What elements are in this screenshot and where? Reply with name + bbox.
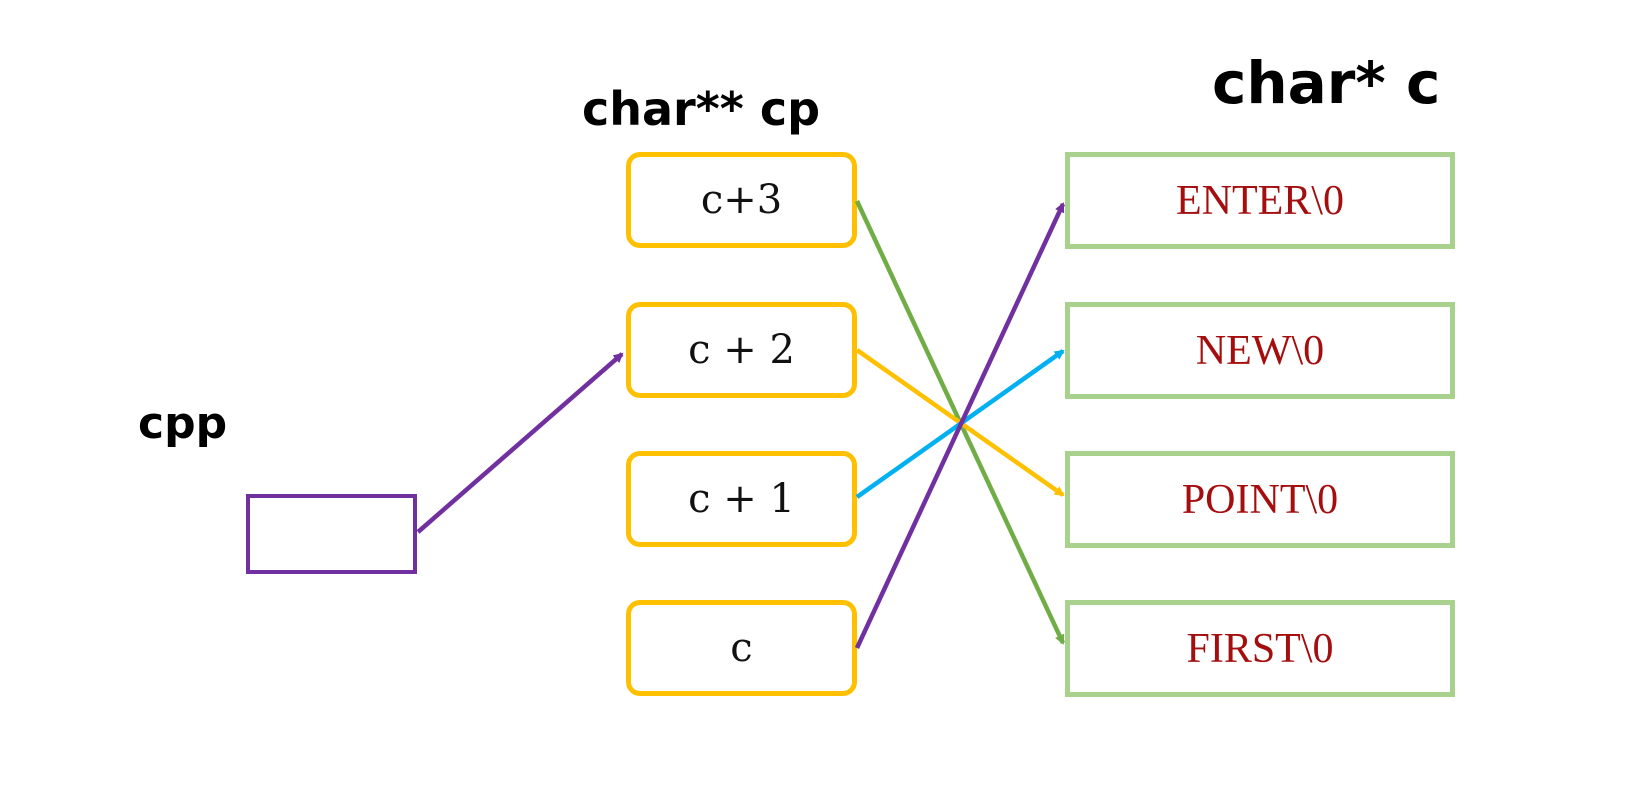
cp-cell-1: c + 2 [626,302,857,398]
cp-cell-0: c+3 [626,152,857,248]
cp-cell-3: c [626,600,857,696]
cpp-label: cpp [138,398,228,449]
cpp-pointer-box [246,494,417,574]
string-cell-point: POINT\0 [1065,451,1455,548]
char-pointer-pointer-label: char** cp [582,82,821,136]
string-cell-new: NEW\0 [1065,302,1455,399]
arrow-cpp-to-cp [416,352,624,534]
string-cell-enter: ENTER\0 [1065,152,1455,249]
arrow-c-to-enter [854,202,1066,649]
cp-cell-2: c + 1 [626,451,857,547]
char-pointer-label: char* c [1212,49,1441,117]
string-cell-first: FIRST\0 [1065,600,1455,697]
